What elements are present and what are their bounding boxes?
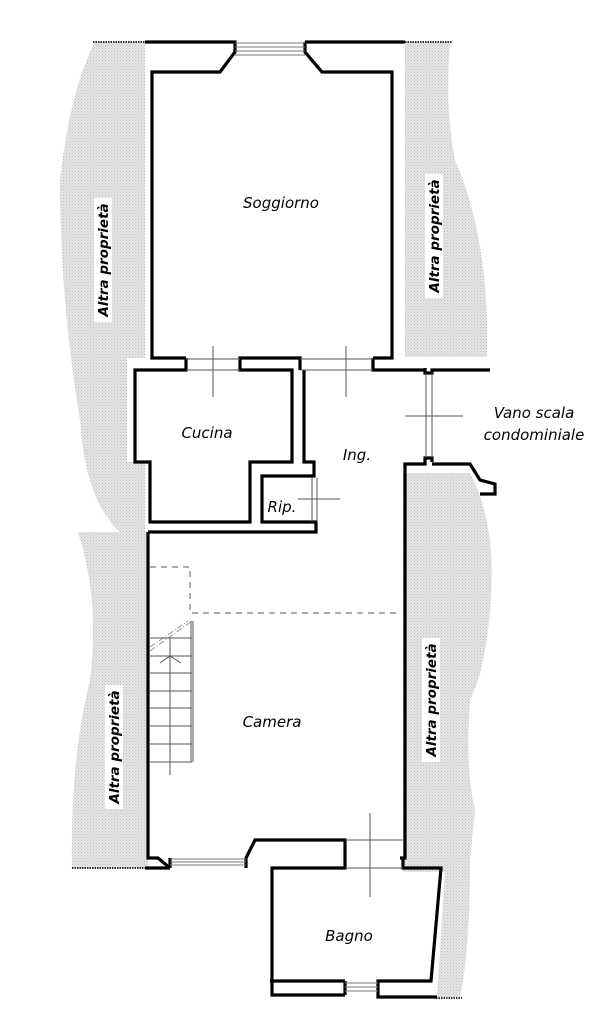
soggiorno-window (235, 42, 305, 56)
neighbor-label-top-left: Altra proprietà (96, 203, 112, 317)
bagno-walls (168, 838, 443, 999)
neighbor-label-bottom-right: Altra proprietà (424, 643, 440, 757)
mezzanine-outline (149, 566, 397, 652)
neighbor-label-top-right: Altra proprietà (427, 179, 443, 293)
neighbor-label-bottom-left: Altra proprietà (107, 690, 123, 804)
room-label-bagno: Bagno (325, 927, 373, 945)
soggiorno-outer-wall (145, 40, 405, 360)
other-property-top-right (405, 42, 488, 357)
room-label-ripostiglio: Rip. (268, 498, 297, 516)
bagno-door (345, 813, 403, 897)
room-label-soggiorno: Soggiorno (243, 194, 319, 212)
room-label-camera: Camera (243, 713, 302, 731)
interior-walls (133, 356, 497, 870)
stairwell-label-line1: Vano scala (494, 404, 575, 422)
staircase (150, 621, 194, 775)
other-property-bottom-right (403, 473, 492, 997)
room-label-ingresso: Ing. (343, 446, 371, 464)
bagno-window (345, 982, 378, 992)
door-marks (186, 346, 463, 522)
camera-window (170, 858, 246, 866)
stair-up-arrow-icon (159, 655, 182, 664)
room-label-cucina: Cucina (181, 424, 232, 442)
stairwell-label-line2: condominiale (484, 426, 585, 444)
